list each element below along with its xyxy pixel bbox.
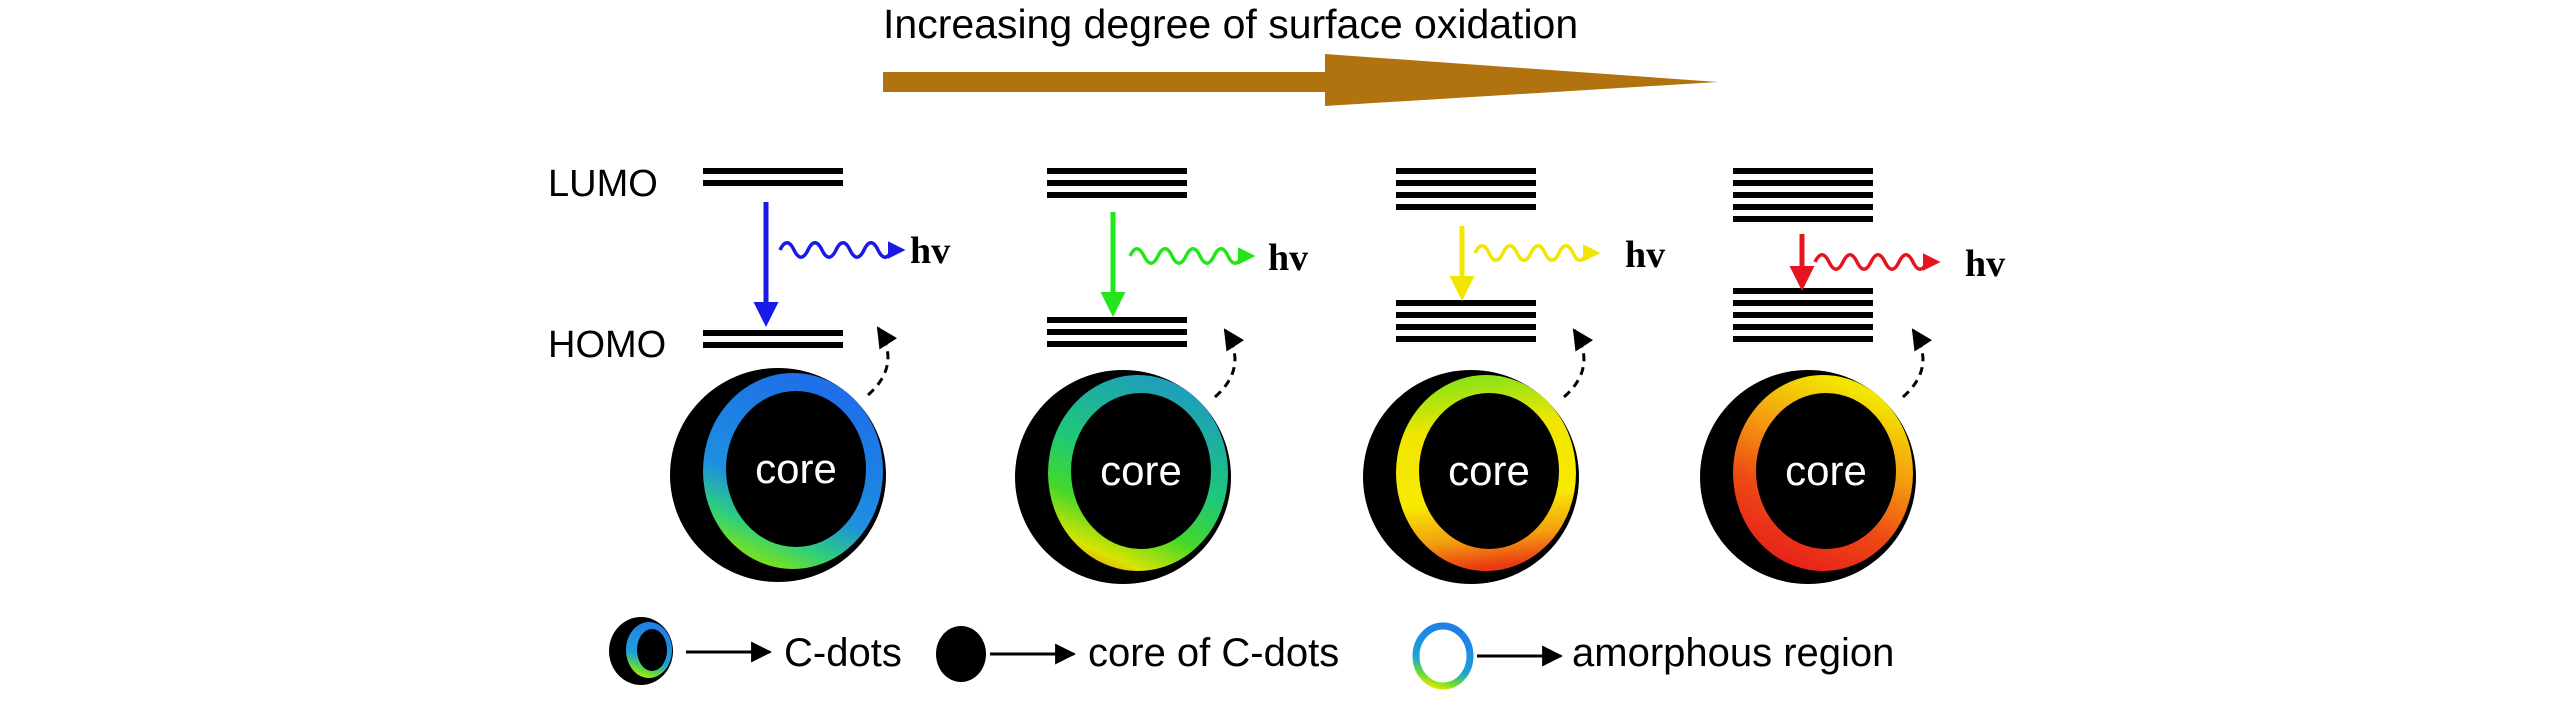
cdot-core [1071, 393, 1211, 549]
legend-amorphous-icon [1412, 622, 1474, 690]
diagram-title: Increasing degree of surface oxidation [883, 1, 1578, 47]
homo-levels [1047, 317, 1187, 347]
dashed-curve-arrow [1563, 328, 1594, 399]
photon-hv-label: hv [1625, 234, 1665, 276]
photon-wave [778, 241, 906, 259]
stage-green: hv core [1015, 168, 1308, 584]
lumo-line [703, 180, 843, 186]
lumo-levels [1047, 168, 1187, 198]
legend-core-label: core of C-dots [1088, 631, 1339, 675]
dashed-curve-arrow [1214, 328, 1245, 399]
lumo-levels [1396, 168, 1536, 210]
photon-wave [1813, 253, 1941, 271]
photon-hv-label: hv [1268, 237, 1308, 279]
lumo-line [1047, 168, 1187, 174]
lumo-line [703, 168, 843, 174]
lumo-levels [703, 168, 843, 186]
lumo-line [1733, 180, 1873, 186]
lumo-line [1396, 180, 1536, 186]
homo-line [1047, 329, 1187, 335]
core-label: core [1785, 447, 1867, 494]
photon-hv-label: hv [1965, 243, 2005, 285]
cdot-particle: core [1363, 370, 1579, 584]
cdot-core [1419, 393, 1559, 549]
lumo-line [1733, 192, 1873, 198]
homo-line [703, 330, 843, 336]
core-label: core [755, 445, 837, 492]
homo-line [1733, 288, 1873, 294]
lumo-line [1396, 192, 1536, 198]
lumo-line [1396, 204, 1536, 210]
homo-line [1396, 300, 1536, 306]
stage-blue: hv core [670, 168, 950, 582]
homo-line [1047, 317, 1187, 323]
homo-levels [1733, 288, 1873, 342]
lumo-line [1047, 180, 1187, 186]
stages-group: hv core hv core hv core hv core [670, 168, 2005, 584]
homo-line [1047, 341, 1187, 347]
homo-line [1733, 336, 1873, 342]
photon-wave [1128, 247, 1256, 265]
lumo-label: LUMO [548, 163, 658, 205]
homo-line [1733, 312, 1873, 318]
legend-amorphous-label: amorphous region [1572, 631, 1894, 675]
lumo-line [1733, 216, 1873, 222]
lumo-line [1733, 168, 1873, 174]
homo-levels [1396, 300, 1536, 342]
legend-cdots-icon [609, 617, 673, 685]
homo-line [703, 342, 843, 348]
lumo-line [1396, 168, 1536, 174]
cdot-particle: core [670, 368, 886, 582]
legend-cdots-label: C-dots [784, 631, 902, 675]
legend-core-icon [936, 626, 986, 682]
lumo-levels [1733, 168, 1873, 222]
lumo-line [1047, 192, 1187, 198]
homo-line [1733, 300, 1873, 306]
cdot-particle: core [1015, 370, 1231, 584]
dashed-curve-arrow [1902, 328, 1933, 399]
homo-line [1396, 336, 1536, 342]
homo-line [1733, 324, 1873, 330]
photon-hv-label: hv [910, 230, 950, 272]
stage-yellow: hv core [1363, 168, 1665, 584]
cdot-particle: core [1700, 370, 1916, 584]
lumo-line [1733, 204, 1873, 210]
photon-wave [1473, 244, 1601, 262]
stage-red: hv core [1700, 168, 2005, 584]
homo-levels [703, 330, 843, 348]
homo-line [1396, 312, 1536, 318]
core-label: core [1448, 447, 1530, 494]
dashed-curve-arrow [867, 326, 898, 397]
cdot-core [1756, 393, 1896, 549]
cdot-core [726, 391, 866, 547]
legend: C-dots core of C-dots amorphous region [609, 617, 1894, 690]
oxidation-direction-arrow [883, 54, 1718, 106]
homo-line [1396, 324, 1536, 330]
core-label: core [1100, 447, 1182, 494]
homo-label: HOMO [548, 324, 666, 366]
